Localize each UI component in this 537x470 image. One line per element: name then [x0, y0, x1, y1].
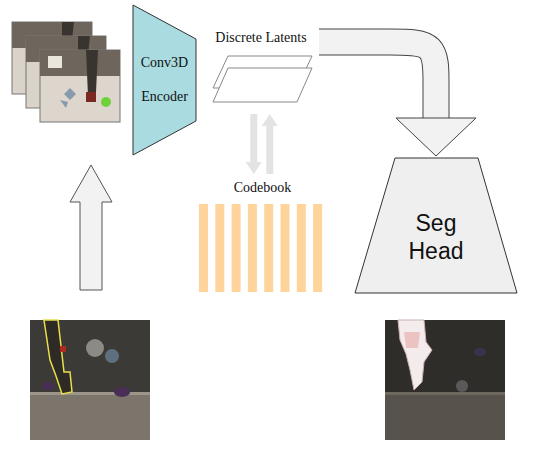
node-label: Conv3D Encoder: [136, 46, 194, 113]
seg-head: Seg Head: [355, 158, 517, 293]
flow-arrow: [319, 42, 476, 156]
node-label: Codebook: [195, 180, 330, 197]
codebook-bars-outline: [195, 180, 330, 295]
flow-arrow: [70, 165, 112, 290]
node-label: Discrete Latents: [205, 30, 317, 47]
flow-arrow: [262, 114, 278, 174]
latent-planes: Discrete Latents: [205, 30, 317, 108]
flow-arrow: [246, 114, 262, 174]
output-image: [385, 320, 505, 440]
encoder-block: Conv3D Encoder: [133, 5, 196, 155]
encoder-block-outline: [133, 5, 196, 155]
codebook-bars: Codebook: [195, 180, 330, 295]
input-image: [30, 320, 150, 440]
node-label: Seg Head: [404, 210, 468, 265]
video-frame: [40, 50, 120, 122]
